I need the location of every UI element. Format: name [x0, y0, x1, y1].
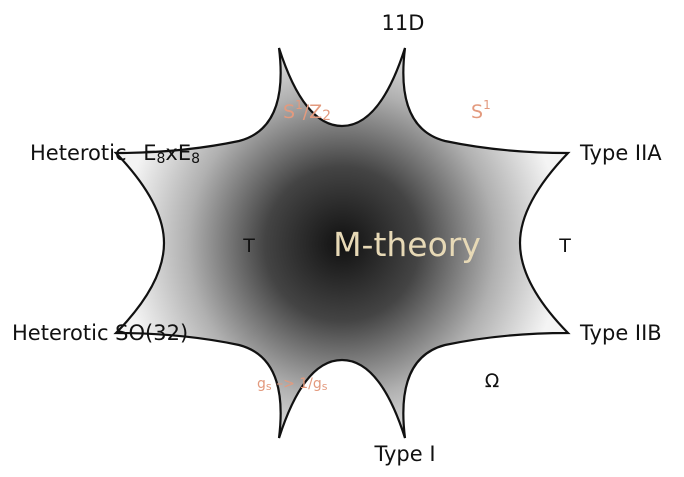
vertex-label-type-iia: Type IIA: [579, 141, 662, 165]
vertex-label-11d: 11D: [382, 11, 425, 35]
e8-second-letter: E: [178, 141, 191, 165]
duality-label-t-right: T: [558, 235, 571, 257]
moduli-space-star: [113, 47, 571, 439]
center-label-m-theory: M-theory: [333, 225, 481, 264]
duality-label-omega: Ω: [485, 370, 500, 392]
cross-symbol: x: [165, 141, 177, 165]
e8-first-subscript: 8: [156, 151, 165, 167]
vertex-label-type-iib: Type IIB: [579, 321, 662, 345]
e8-first-letter: E: [143, 141, 156, 165]
e8-second-subscript: 8: [191, 151, 200, 167]
heterotic-prefix: Heterotic: [30, 141, 127, 165]
vertex-label-heterotic-so32: Heterotic SO(32): [12, 321, 188, 345]
vertex-label-type-i: Type I: [373, 442, 435, 466]
duality-label-s1-z2: S1/Z2: [283, 98, 331, 124]
duality-label-t-left: T: [242, 235, 255, 257]
vertex-label-heterotic-e8xe8: Heterotic E8xE8: [30, 141, 200, 167]
duality-label-s1: S1: [471, 98, 491, 123]
duality-label-gs-inverse: gs –> 1/gs: [257, 376, 328, 393]
